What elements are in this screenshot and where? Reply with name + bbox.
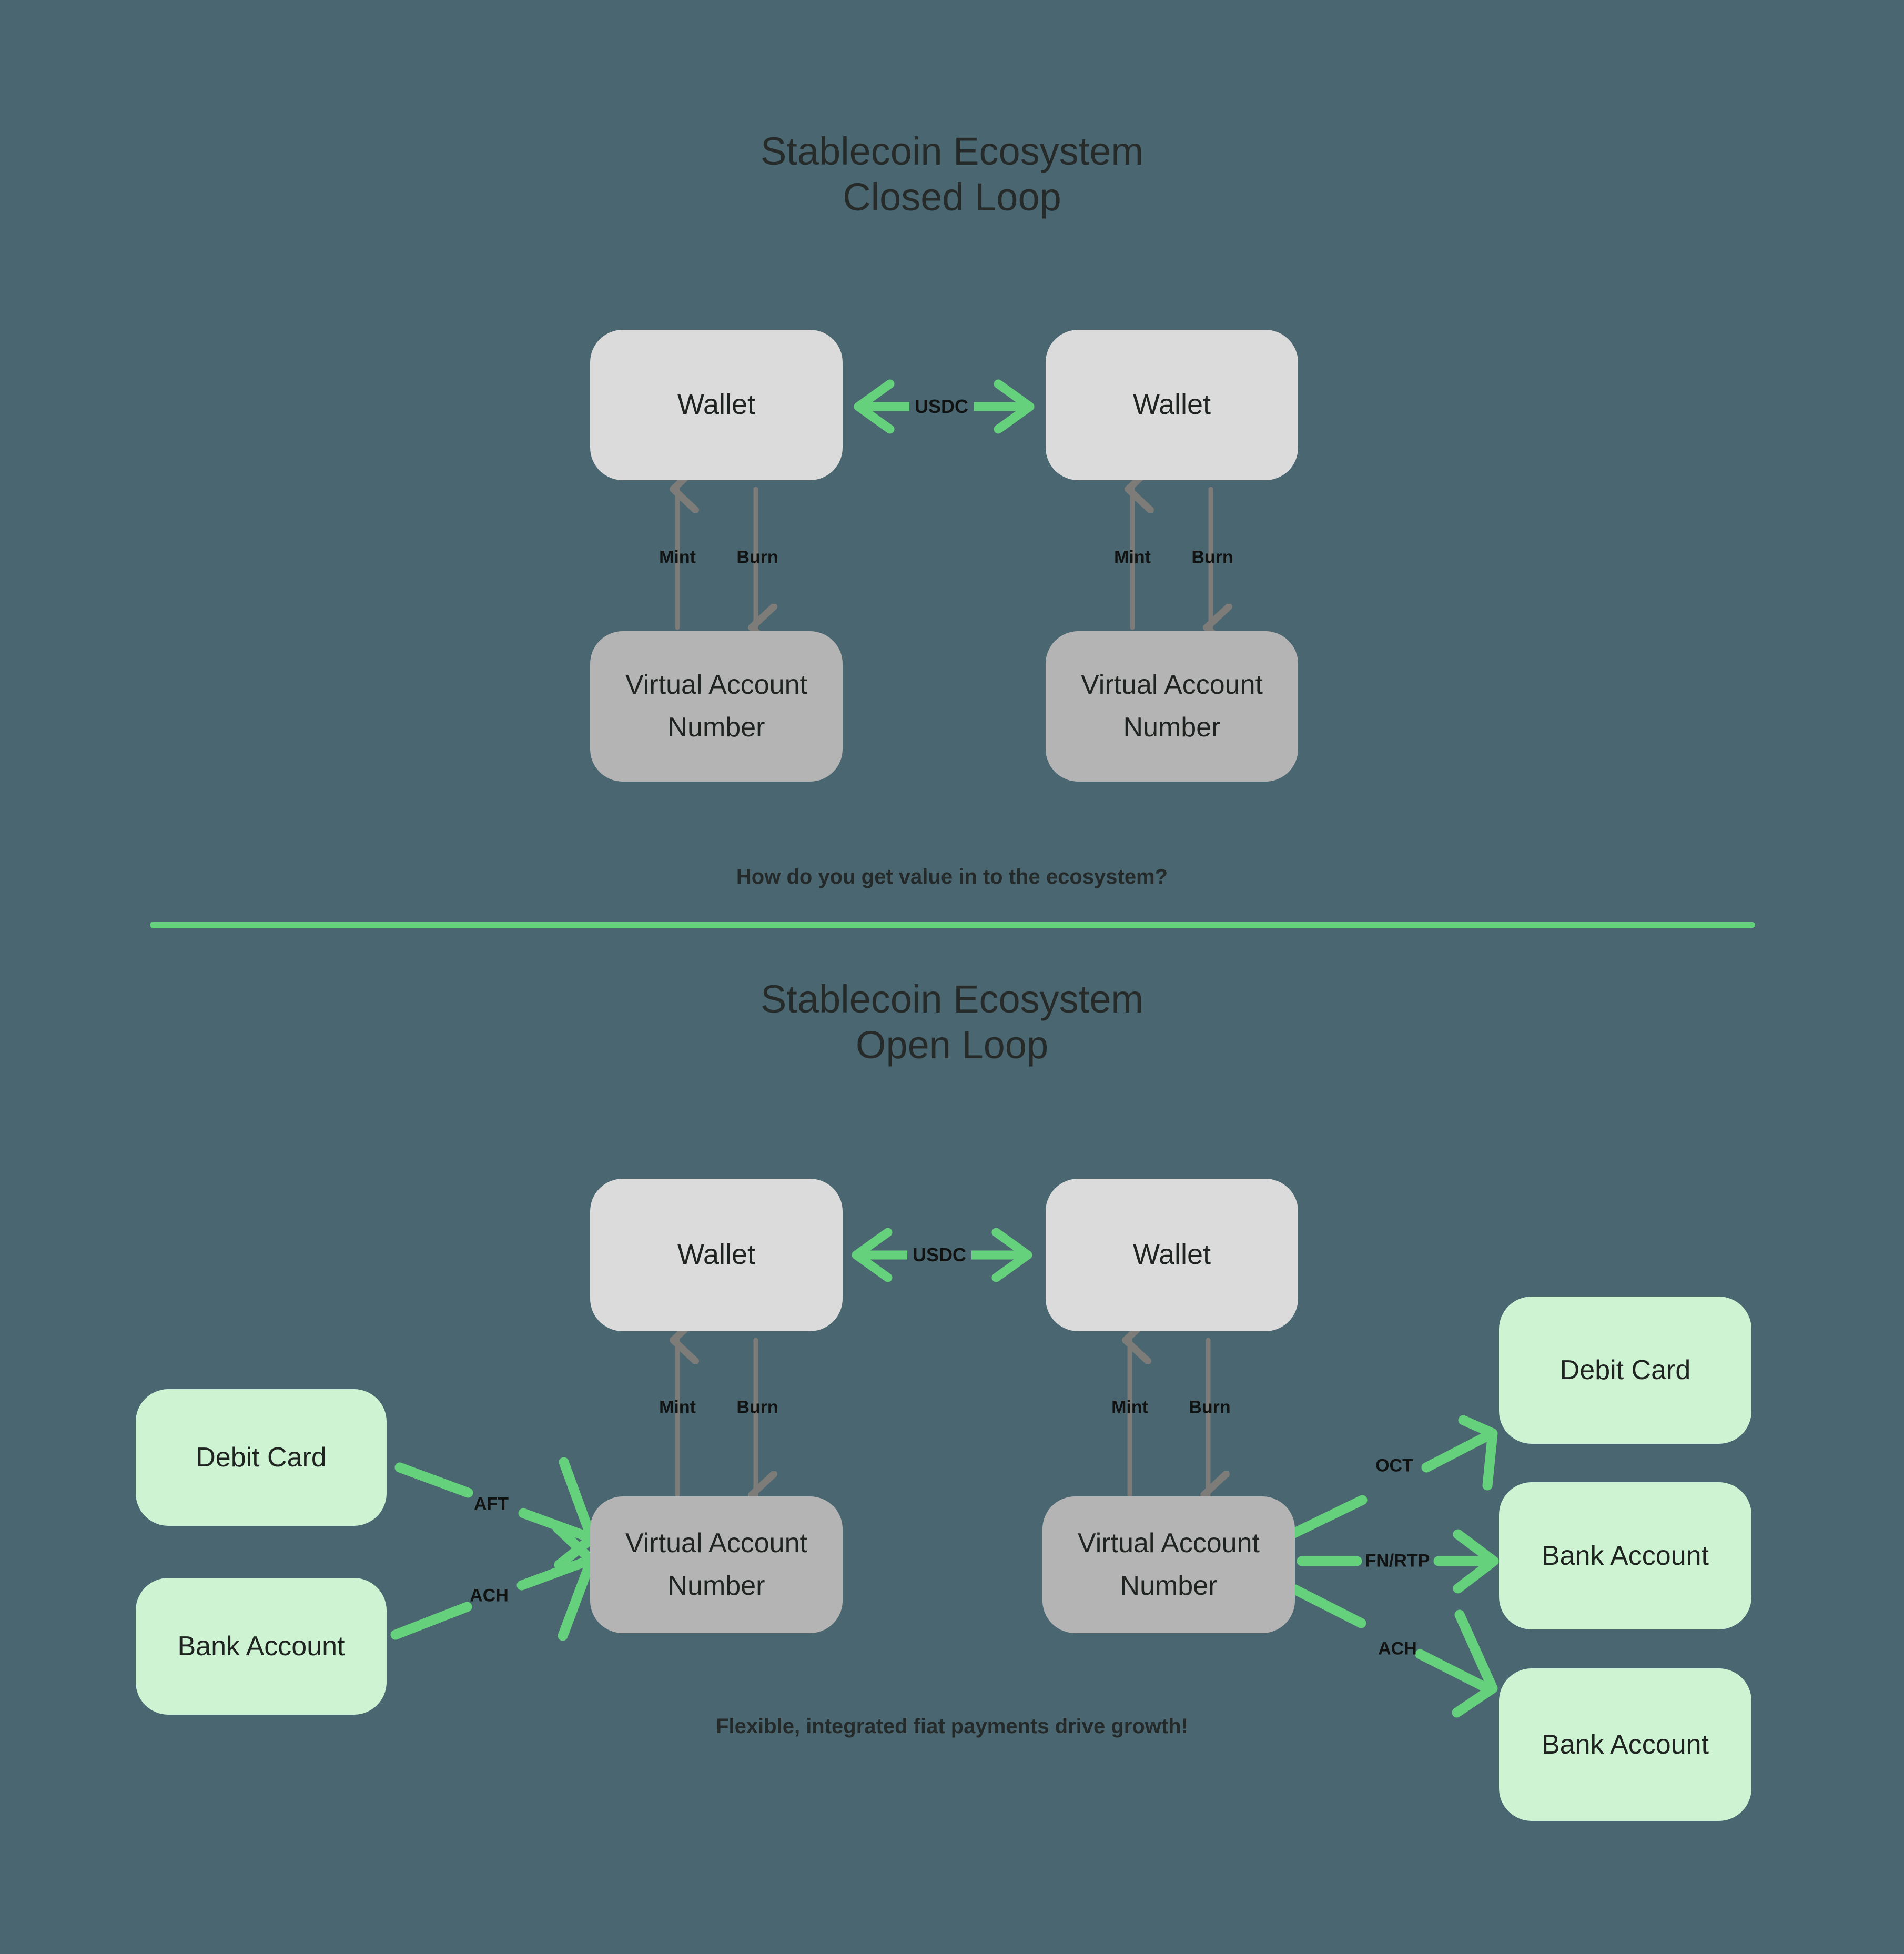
open-loop-wallet-right-label: Wallet	[1132, 1239, 1211, 1271]
open-loop-dest-debit-card-label: Debit Card	[1559, 1354, 1691, 1385]
open-loop-burn-left-label: Burn	[736, 1397, 778, 1418]
closed-loop-van-right-line1: Virtual Account	[1081, 670, 1263, 701]
open-loop-fn-rtp-label: FN/RTP	[1365, 1551, 1430, 1571]
closed-loop-title-line2: Closed Loop	[843, 175, 1061, 219]
closed-loop-wallet-left-label: Wallet	[677, 389, 756, 421]
open-loop-source-debit-card-label: Debit Card	[196, 1442, 327, 1473]
open-loop-source-bank-account[interactable]: Bank Account	[136, 1578, 387, 1715]
open-loop-edge-ach-in	[390, 1523, 596, 1641]
closed-loop-wallet-left[interactable]: Wallet	[590, 330, 843, 480]
open-loop-title: Stablecoin Ecosystem Open Loop	[0, 976, 1904, 1068]
closed-loop-van-right-line2: Number	[1123, 712, 1221, 743]
closed-loop-van-left-line2: Number	[667, 712, 765, 743]
open-loop-aft-label: AFT	[473, 1494, 509, 1514]
open-loop-wallet-left[interactable]: Wallet	[590, 1179, 843, 1331]
open-loop-oct-label: OCT	[1375, 1455, 1413, 1476]
open-loop-van-left-line2: Number	[667, 1571, 765, 1601]
closed-loop-van-right[interactable]: Virtual Account Number	[1046, 631, 1298, 782]
open-loop-source-debit-card[interactable]: Debit Card	[136, 1389, 387, 1526]
open-loop-burn-right-label: Burn	[1189, 1397, 1231, 1418]
open-loop-mint-right-label: Mint	[1111, 1397, 1148, 1418]
open-loop-usdc-label: USDC	[907, 1244, 972, 1266]
open-loop-dest-bank-account-1[interactable]: Bank Account	[1499, 1482, 1751, 1629]
open-loop-source-bank-account-label: Bank Account	[177, 1631, 345, 1662]
open-loop-van-right-line2: Number	[1120, 1571, 1218, 1601]
open-loop-van-left-line1: Virtual Account	[625, 1528, 807, 1559]
closed-loop-title: Stablecoin Ecosystem Closed Loop	[0, 128, 1904, 220]
closed-loop-mint-left-label: Mint	[659, 547, 696, 568]
open-loop-van-right[interactable]: Virtual Account Number	[1042, 1496, 1295, 1633]
open-loop-van-right-line1: Virtual Account	[1078, 1528, 1260, 1559]
open-loop-dest-bank-account-2[interactable]: Bank Account	[1499, 1668, 1751, 1821]
open-loop-ach-in-label: ACH	[470, 1585, 509, 1606]
open-loop-ach-out-label: ACH	[1378, 1638, 1417, 1659]
closed-loop-mint-right-label: Mint	[1114, 547, 1151, 568]
closed-loop-burn-left-label: Burn	[736, 547, 778, 568]
closed-loop-usdc-label: USDC	[909, 396, 974, 418]
open-loop-van-left[interactable]: Virtual Account Number	[590, 1496, 843, 1633]
closed-loop-wallet-right-label: Wallet	[1132, 389, 1211, 421]
section-divider	[150, 922, 1755, 928]
closed-loop-van-left[interactable]: Virtual Account Number	[590, 631, 843, 782]
closed-loop-van-left-line1: Virtual Account	[625, 670, 807, 701]
closed-loop-caption: How do you get value in to the ecosystem…	[736, 865, 1168, 888]
open-loop-caption: Flexible, integrated fiat payments drive…	[716, 1715, 1188, 1738]
open-loop-title-line2: Open Loop	[855, 1023, 1049, 1067]
closed-loop-wallet-right[interactable]: Wallet	[1046, 330, 1298, 480]
closed-loop-title-line1: Stablecoin Ecosystem	[760, 129, 1143, 173]
open-loop-edge-oct	[1289, 1415, 1498, 1538]
open-loop-mint-left-label: Mint	[659, 1397, 696, 1418]
open-loop-wallet-left-label: Wallet	[677, 1239, 756, 1271]
open-loop-dest-debit-card[interactable]: Debit Card	[1499, 1297, 1751, 1444]
closed-loop-burn-right-label: Burn	[1191, 547, 1233, 568]
open-loop-dest-bank-account-1-label: Bank Account	[1542, 1540, 1709, 1571]
open-loop-dest-bank-account-2-label: Bank Account	[1542, 1729, 1709, 1760]
open-loop-wallet-right[interactable]: Wallet	[1046, 1179, 1298, 1331]
open-loop-title-line1: Stablecoin Ecosystem	[760, 977, 1143, 1021]
